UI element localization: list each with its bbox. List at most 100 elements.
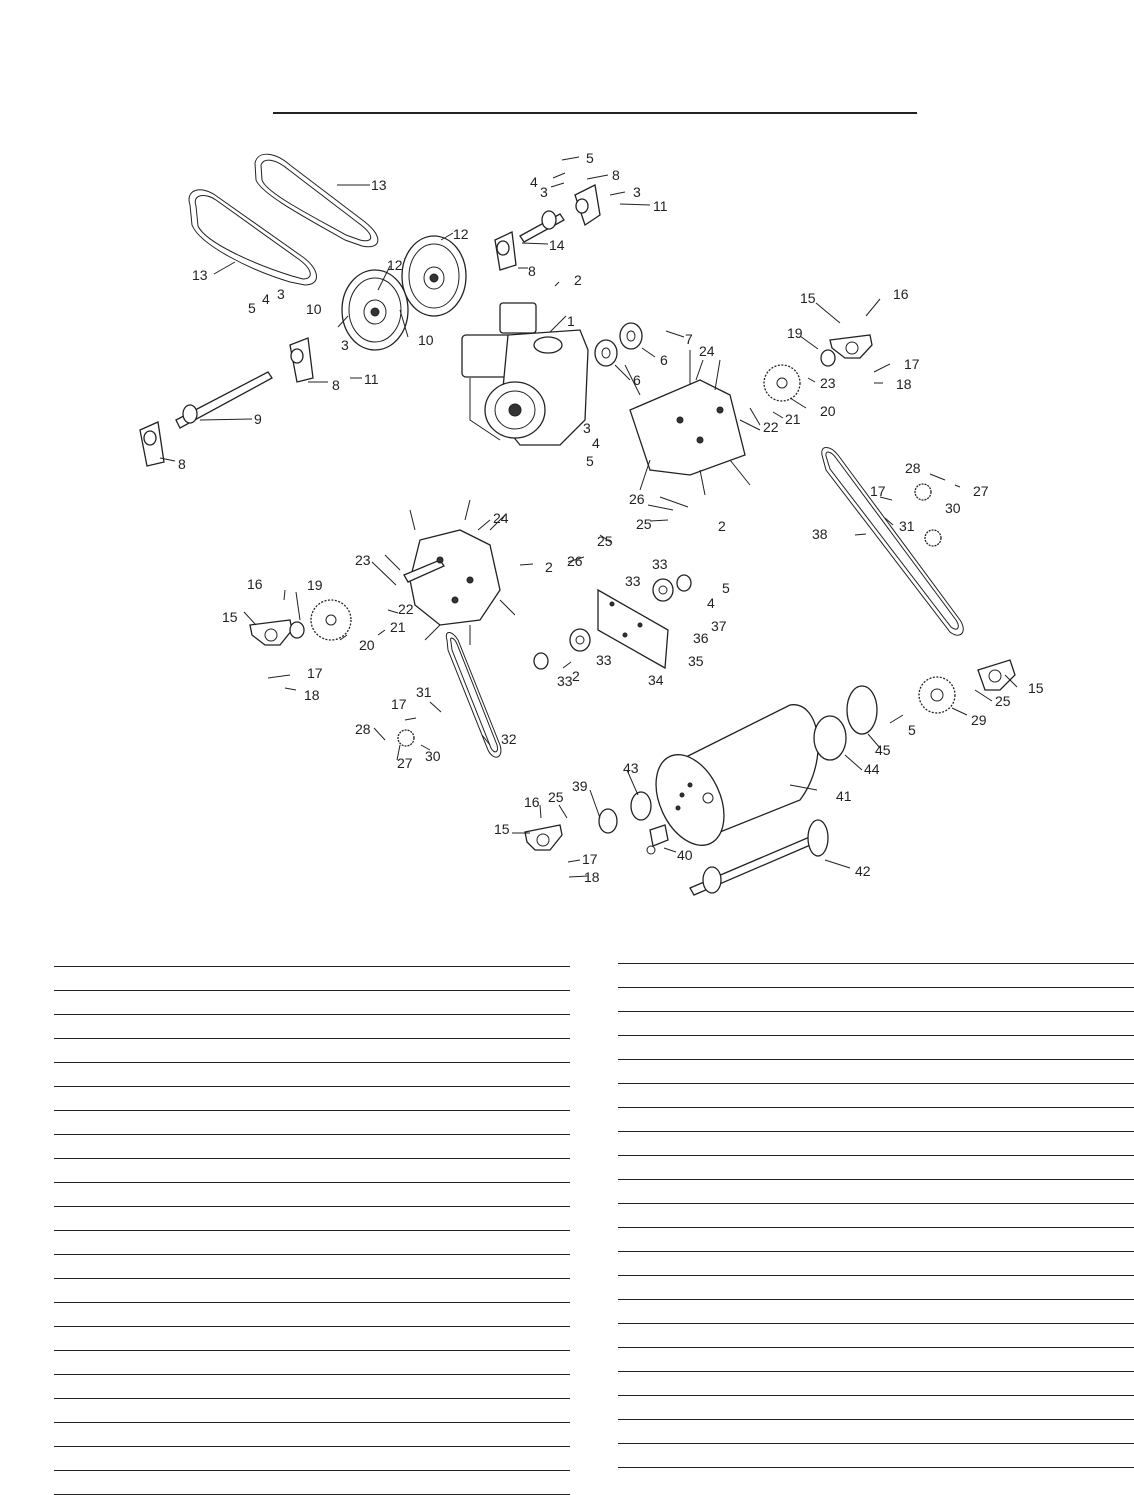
table-row <box>54 1206 570 1231</box>
callout-5: 5 <box>586 453 594 469</box>
callout-24: 24 <box>493 510 509 526</box>
callout-15: 15 <box>494 821 510 837</box>
callout-28: 28 <box>355 721 371 737</box>
table-row <box>618 1203 1134 1228</box>
table-row <box>618 963 1134 988</box>
table-row <box>54 1278 570 1303</box>
table-row <box>54 1254 570 1279</box>
callout-3: 3 <box>540 184 548 200</box>
exploded-parts-diagram: 1 2 2 2 2 2 3 3 3 3 3 4 4 4 4 5 5 5 5 5 … <box>139 150 1044 896</box>
callout-15: 15 <box>1028 680 1044 696</box>
callout-10: 10 <box>306 301 322 317</box>
table-row <box>618 987 1134 1012</box>
table-row <box>54 1110 570 1135</box>
collar-upper-right <box>820 349 836 367</box>
callout-5: 5 <box>586 150 594 166</box>
callout-17: 17 <box>904 356 920 372</box>
callout-18: 18 <box>304 687 320 703</box>
table-row <box>54 1398 570 1423</box>
table-row <box>54 1446 570 1471</box>
table-row <box>618 1323 1134 1348</box>
callout-4: 4 <box>262 291 270 307</box>
sprocket-lower-left <box>310 599 352 641</box>
title-rule <box>273 112 917 114</box>
table-row <box>54 1470 570 1495</box>
hub-45 <box>846 685 878 735</box>
sprocket-upper-right <box>763 364 801 402</box>
table-cell <box>618 1107 1134 1132</box>
table-cell <box>54 966 570 991</box>
callout-5: 5 <box>908 722 916 738</box>
table-cell <box>54 1326 570 1351</box>
callout-29: 29 <box>971 712 987 728</box>
callout-33: 33 <box>625 573 641 589</box>
callout-4: 4 <box>707 595 715 611</box>
table-row <box>54 1014 570 1039</box>
table-cell <box>618 1251 1134 1276</box>
table-cell <box>54 1134 570 1159</box>
callout-21: 21 <box>390 619 406 635</box>
callout-3: 3 <box>633 184 641 200</box>
callout-25: 25 <box>995 693 1011 709</box>
bearing-upper-right <box>829 334 873 359</box>
idler-sprocket-lower <box>397 729 415 747</box>
table-row <box>618 1179 1134 1204</box>
callout-28: 28 <box>905 460 921 476</box>
callout-8: 8 <box>332 377 340 393</box>
table-row <box>54 1182 570 1207</box>
callout-26: 26 <box>567 553 583 569</box>
table-cell <box>54 1398 570 1423</box>
table-row <box>618 1419 1134 1444</box>
table-cell <box>54 990 570 1015</box>
table-row <box>618 1347 1134 1372</box>
bracket-mid <box>289 337 314 383</box>
table-cell <box>618 1059 1134 1084</box>
table-cell <box>54 1350 570 1375</box>
table-cell <box>618 1347 1134 1372</box>
callout-6: 6 <box>633 372 641 388</box>
callout-5: 5 <box>722 580 730 596</box>
callout-23: 23 <box>355 552 371 568</box>
callout-23: 23 <box>820 375 836 391</box>
table-cell <box>618 1443 1134 1468</box>
callout-27: 27 <box>973 483 989 499</box>
table-cell <box>54 1206 570 1231</box>
table-cell <box>54 1374 570 1399</box>
table-cell <box>54 1446 570 1471</box>
table-row <box>618 1131 1134 1156</box>
bearing-bottom-left <box>524 824 563 851</box>
table-row <box>54 1326 570 1351</box>
table-row <box>54 1374 570 1399</box>
flange-39 <box>598 808 618 834</box>
callout-13: 13 <box>371 177 387 193</box>
table-row <box>618 1107 1134 1132</box>
table-cell <box>54 1254 570 1279</box>
callout-25: 25 <box>636 516 652 532</box>
table-cell <box>54 1278 570 1303</box>
callout-17: 17 <box>391 696 407 712</box>
callout-2: 2 <box>545 559 553 575</box>
callout-25: 25 <box>548 789 564 805</box>
table-row <box>54 990 570 1015</box>
table-cell <box>618 1203 1134 1228</box>
callout-11: 11 <box>653 198 668 214</box>
v-belt-upper <box>254 153 379 248</box>
callout-32: 32 <box>501 731 517 747</box>
callout-22: 22 <box>763 419 779 435</box>
callout-18: 18 <box>896 376 912 392</box>
callout-10: 10 <box>418 332 434 348</box>
table-cell <box>618 1299 1134 1324</box>
callout-2: 2 <box>574 272 582 288</box>
callout-15: 15 <box>800 290 816 306</box>
callout-12: 12 <box>387 257 403 273</box>
callout-31: 31 <box>899 518 915 534</box>
axle <box>689 819 829 896</box>
callout-39: 39 <box>572 778 588 794</box>
table-row <box>54 1230 570 1255</box>
gasket-44 <box>813 715 847 761</box>
table-row <box>618 1155 1134 1180</box>
callout-17: 17 <box>870 483 886 499</box>
callout-44: 44 <box>864 761 880 777</box>
bearing-flange-33c <box>569 628 591 652</box>
callout-12: 12 <box>453 226 469 242</box>
